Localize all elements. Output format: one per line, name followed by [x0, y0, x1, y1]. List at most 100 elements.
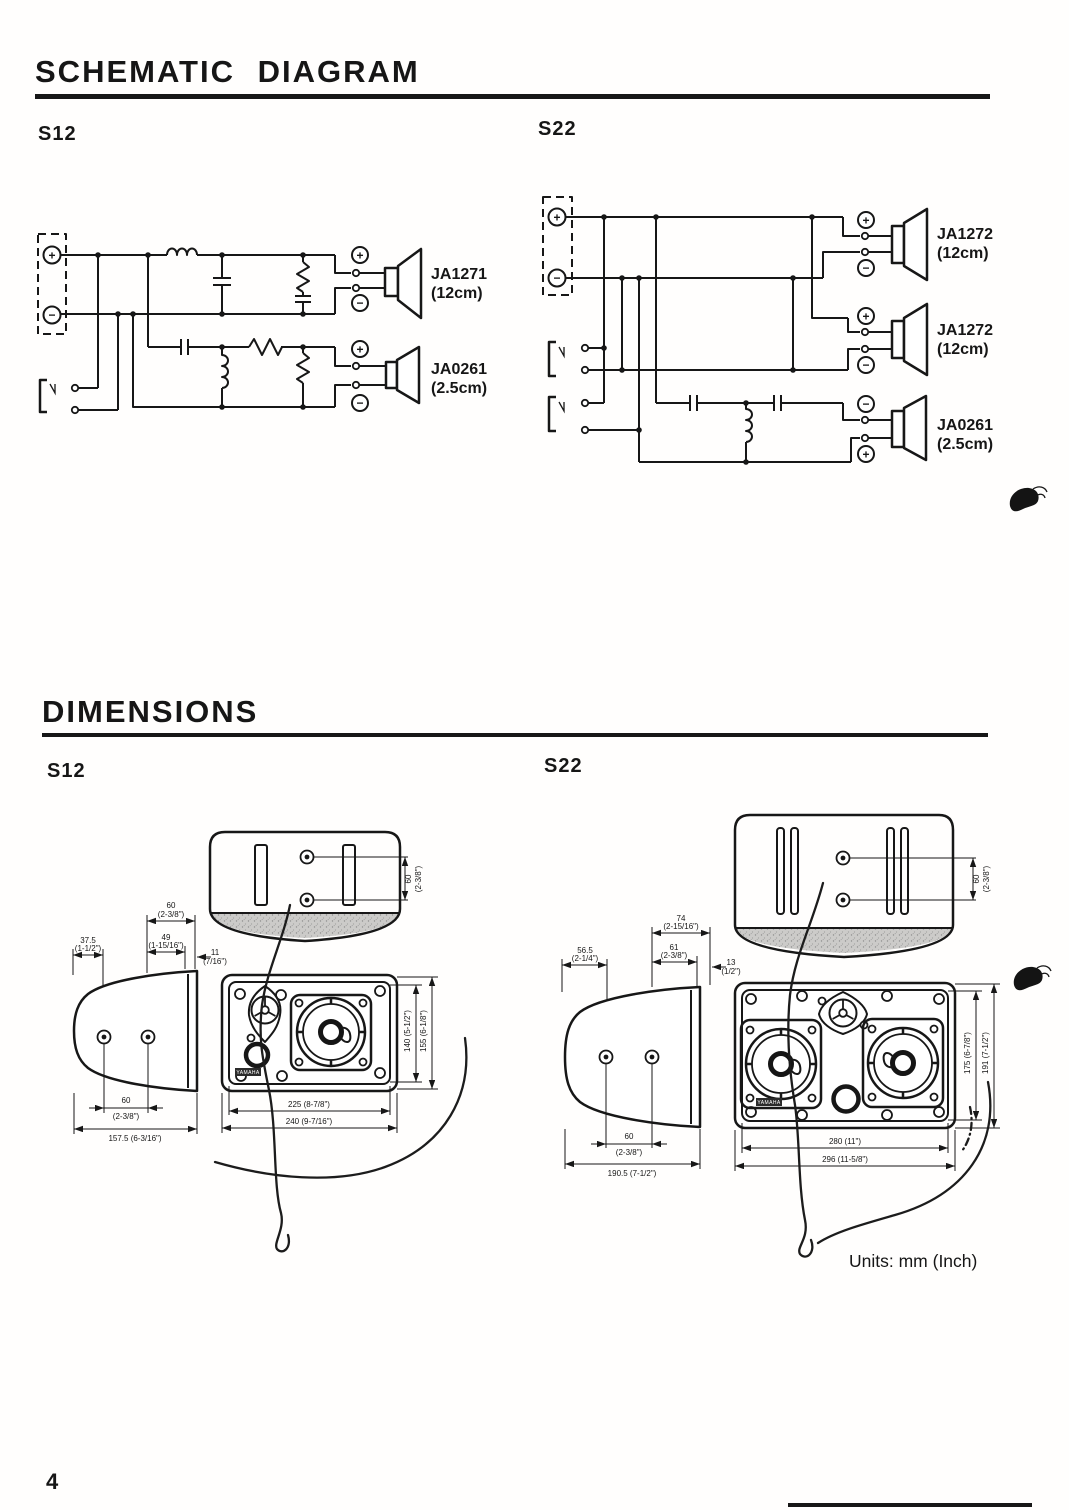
dimensions-title-rule	[42, 733, 988, 737]
screw-hole	[933, 993, 945, 1005]
schematic-title-rule	[35, 94, 990, 99]
schematic-s22-label: S22	[538, 118, 577, 140]
dimension-label: (2-3/8")	[616, 1148, 643, 1157]
minus-symbol: −	[862, 397, 869, 411]
units-note: Units: mm (Inch)	[849, 1251, 978, 1271]
dimension-label: 240 (9-7/16")	[286, 1117, 333, 1126]
dimension-label: 140 (5-1/2")	[403, 1010, 412, 1052]
svg-text:YAMAHA: YAMAHA	[236, 1070, 259, 1076]
minus-symbol: −	[862, 358, 869, 372]
keyhole-mount-icon	[644, 1049, 660, 1065]
wire	[78, 255, 119, 411]
dimension-label: 74	[677, 914, 686, 923]
page-number: 4	[46, 1469, 59, 1494]
dimension-label: (2-3/8")	[982, 865, 991, 892]
keyhole-mount-icon	[835, 850, 851, 866]
dimension-label: 13	[727, 958, 736, 967]
wire	[588, 217, 605, 404]
ink-smudge	[1013, 965, 1052, 991]
dimensions-s12-label: S12	[47, 760, 86, 782]
dimension-label: (2-1/4")	[572, 954, 599, 963]
vent-slot	[900, 827, 909, 915]
pen-annotation	[960, 1105, 973, 1153]
driver-size-label: (12cm)	[937, 245, 989, 262]
side-view: 60 (2-3/8") 157.5 (6-3/16")	[72, 969, 199, 1143]
minus-symbol: −	[48, 308, 55, 322]
junction-dots	[601, 214, 815, 465]
plus-symbol: +	[862, 310, 869, 324]
minus-symbol: −	[356, 396, 363, 410]
s22-schematic: + −	[542, 196, 993, 465]
pen-annotation	[816, 1080, 992, 1245]
wire	[566, 216, 892, 237]
ink-smudge	[1009, 486, 1048, 512]
capacitor-icon	[689, 395, 698, 411]
s12-dimension-drawing: 60 (2-3/8") 60 (2-3/8") 49 (1-15/16") 11…	[72, 830, 468, 1253]
dimensions-title: DIMENSIONS	[42, 694, 259, 729]
inductor-icon	[166, 247, 198, 256]
wire	[61, 287, 385, 315]
capacitor-icon	[213, 255, 231, 314]
screw-hole	[374, 1067, 386, 1079]
schematic-s12-label: S12	[38, 123, 77, 145]
dimension-label: 190.5 (7-1/2")	[608, 1169, 657, 1178]
minus-symbol: −	[862, 261, 869, 275]
mount-slot	[342, 844, 356, 906]
driver-size-label: (12cm)	[937, 341, 989, 358]
screw-hole	[234, 988, 246, 1000]
driver-label: JA1272	[937, 226, 993, 243]
dimension-label: 56.5	[577, 946, 593, 955]
keyhole-mount-icon	[835, 892, 851, 908]
capacitor-icon	[773, 395, 782, 411]
resistor-icon	[248, 338, 283, 356]
capacitor-icon	[180, 339, 189, 355]
dimension-label: (2-3/8")	[158, 910, 185, 919]
dimension-label: 225 (8-7/8")	[288, 1100, 330, 1109]
wire	[588, 348, 892, 371]
resistor-icon	[296, 347, 310, 407]
jack-icon	[547, 340, 590, 378]
dimension-label: 60	[167, 901, 176, 910]
keyhole-mount-icon	[140, 1029, 156, 1045]
wire	[132, 314, 386, 408]
negative-terminal-icon: −	[547, 268, 567, 288]
wire	[147, 255, 386, 367]
minus-symbol: −	[356, 296, 363, 310]
plus-symbol: +	[48, 249, 55, 263]
plus-symbol: +	[356, 249, 363, 263]
screw-hole	[374, 985, 386, 997]
speaker-icon: + −	[857, 207, 929, 282]
driver-label: JA1271	[431, 266, 487, 283]
inductor-icon	[221, 347, 229, 407]
woofer-icon	[861, 1017, 945, 1109]
pen-annotation	[787, 881, 825, 1258]
dimension-label: (2-15/16")	[663, 922, 699, 931]
positive-terminal-icon: +	[42, 245, 62, 265]
keyhole-mount-icon	[299, 849, 315, 865]
dimension-label: (1-15/16")	[148, 941, 184, 950]
wire	[639, 437, 892, 463]
dimension-label: 49	[162, 933, 171, 942]
input-terminal-box	[542, 196, 573, 296]
dimension-label: (1-1/2")	[75, 944, 102, 953]
dimension-label: 61	[670, 943, 679, 952]
plus-symbol: +	[356, 343, 363, 357]
s22-dimension-drawing: 60 (2-3/8") 74 (2-15/16") 61 (2-3/8") 13…	[561, 813, 1000, 1258]
negative-terminal-icon: −	[42, 305, 62, 325]
vent-slot	[776, 827, 785, 915]
s12-schematic: + −	[37, 233, 487, 415]
dimension-label: 60	[625, 1132, 634, 1141]
svg-text:YAMAHA: YAMAHA	[757, 1100, 780, 1106]
port-icon	[831, 1084, 861, 1114]
resistor-capacitor-shunt	[295, 255, 311, 314]
front-view: YAMAHA 175 (6-7/8") 191 (7-1/2") 280 (11…	[733, 981, 1000, 1171]
pen-annotation	[213, 1036, 468, 1179]
dimension-label: 280 (11")	[829, 1137, 861, 1146]
dimension-label: 175 (6-7/8")	[963, 1032, 972, 1074]
offset-dimensions: 60 (2-3/8") 49 (1-15/16") 11 (7/16") 37.…	[72, 901, 227, 1029]
driver-size-label: (2.5cm)	[937, 436, 993, 453]
schematic-title: SCHEMATIC DIAGRAM	[35, 54, 420, 89]
dimensions-s22-label: S22	[544, 755, 583, 777]
yamaha-badge: YAMAHA	[235, 1068, 261, 1076]
